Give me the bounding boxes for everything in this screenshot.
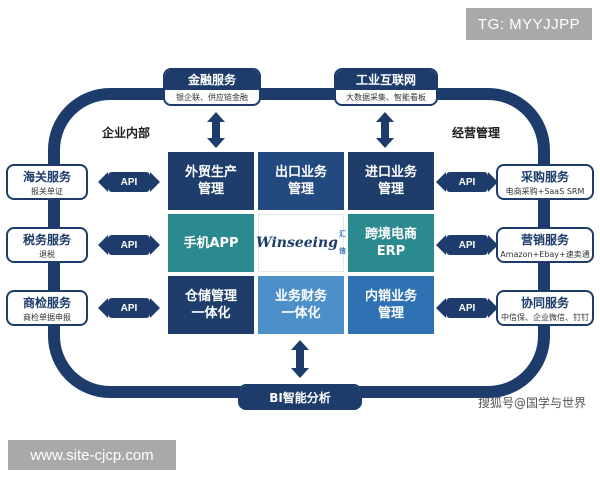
section-label-internal: 企业内部	[102, 126, 151, 140]
service-collaboration: 协同服务 中信保、企业微信、钉钉	[496, 290, 594, 326]
arrow-left-icon	[98, 172, 108, 192]
arrow-right-icon	[150, 298, 160, 318]
service-subtitle: 报关单证	[31, 187, 63, 196]
watermark-text: 搜狐号@国学与世界	[478, 396, 587, 410]
module-foreign-trade-production: 外贸生产 管理	[168, 152, 254, 210]
service-title: BI智能分析	[240, 386, 360, 410]
arrow-right-icon	[488, 172, 498, 192]
arrow-left-icon	[98, 298, 108, 318]
service-title: 营销服务	[520, 233, 569, 247]
logo-text: Winseeing	[256, 234, 338, 251]
service-subtitle: 商检单据申报	[23, 313, 71, 322]
service-subtitle: Amazon+Ebay+速卖通	[500, 250, 590, 259]
service-title: 协同服务	[520, 296, 569, 310]
arrow-right-icon	[150, 235, 160, 255]
api-link-collaboration: API	[436, 298, 498, 318]
service-subtitle: 中信保、企业微信、钉钉	[501, 313, 589, 322]
service-subtitle: 退税	[39, 250, 55, 259]
api-badge: API	[446, 235, 488, 255]
site-banner: www.site-cjcp.com	[8, 440, 176, 470]
arrow-left-icon	[436, 298, 446, 318]
arrow-industrial-vertical	[376, 112, 394, 148]
service-title: 金融服务	[165, 70, 259, 90]
module-export-business: 出口业务 管理	[258, 152, 344, 210]
module-domestic-sales: 内销业务 管理	[348, 276, 434, 334]
arrow-right-icon	[150, 172, 160, 192]
api-link-customs: API	[98, 172, 160, 192]
service-inspection: 商检服务 商检单据申报	[6, 290, 88, 326]
arrow-finance-vertical	[207, 112, 225, 148]
service-title: 海关服务	[22, 170, 71, 184]
module-warehouse: 仓储管理 一体化	[168, 276, 254, 334]
module-import-business: 进口业务 管理	[348, 152, 434, 210]
arrow-left-icon	[436, 235, 446, 255]
arrow-bi-vertical	[291, 340, 309, 378]
module-mobile-app: 手机APP	[168, 214, 254, 272]
logo-subtext: 汇信	[338, 230, 346, 255]
api-link-marketing: API	[436, 235, 498, 255]
arrow-right-icon	[488, 235, 498, 255]
service-title: 工业互联网	[336, 70, 436, 90]
arrow-left-icon	[436, 172, 446, 192]
module-cross-border-ecommerce: 跨境电商 ERP	[348, 214, 434, 272]
service-title: 税务服务	[22, 233, 71, 247]
api-badge: API	[108, 298, 150, 318]
service-bi-analytics: BI智能分析	[238, 384, 362, 410]
service-subtitle: 银企联、供应链金融	[176, 93, 248, 102]
api-link-inspection: API	[98, 298, 160, 318]
api-badge: API	[446, 172, 488, 192]
tg-banner: TG: MYYJJPP	[466, 8, 592, 40]
service-tax: 税务服务 退税	[6, 227, 88, 263]
service-subtitle: 电商采购+SaaS SRM	[505, 187, 585, 196]
service-subtitle: 大数据采集、智能看板	[346, 93, 426, 102]
module-business-finance: 业务财务 一体化	[258, 276, 344, 334]
service-industrial-internet: 工业互联网 大数据采集、智能看板	[334, 68, 438, 106]
api-badge: API	[108, 172, 150, 192]
api-link-tax: API	[98, 235, 160, 255]
arrow-left-icon	[98, 235, 108, 255]
arrow-right-icon	[488, 298, 498, 318]
api-link-procurement: API	[436, 172, 498, 192]
section-label-operations: 经营管理	[452, 126, 501, 140]
service-finance: 金融服务 银企联、供应链金融	[163, 68, 261, 106]
service-title: 商检服务	[22, 296, 71, 310]
service-title: 采购服务	[520, 170, 569, 184]
service-marketing: 营销服务 Amazon+Ebay+速卖通	[496, 227, 594, 263]
api-badge: API	[446, 298, 488, 318]
service-customs: 海关服务 报关单证	[6, 164, 88, 200]
api-badge: API	[108, 235, 150, 255]
service-procurement: 采购服务 电商采购+SaaS SRM	[496, 164, 594, 200]
